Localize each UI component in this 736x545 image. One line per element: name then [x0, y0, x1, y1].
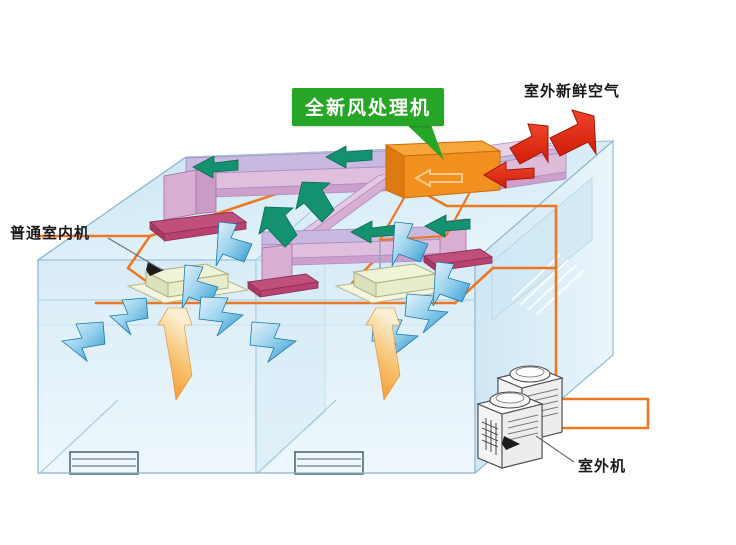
wall-accent-right — [257, 399, 337, 474]
outdoor-unit-front — [476, 391, 544, 469]
right-wall-glass-panel — [491, 177, 593, 321]
label-fresh-air-handling-unit: 全新风处理机 — [292, 88, 445, 126]
fresh-air-arrow-2 — [509, 123, 549, 165]
supply-air-arrows — [192, 145, 471, 248]
indoor-unit-left-pointer-icon — [146, 262, 164, 276]
supply-arrow-6 — [424, 214, 471, 238]
outdoor-unit-front-side-grille — [507, 414, 539, 441]
indoor-unit-right — [334, 263, 458, 304]
leader-outdoor-unit — [535, 435, 575, 463]
cool-arrow-3 — [109, 297, 149, 336]
supply-arrow-2 — [192, 155, 239, 179]
outdoor-unit-front-grille — [481, 418, 499, 455]
ahu-face-arrow-icon — [413, 168, 463, 188]
cool-arrow-4 — [61, 321, 106, 363]
cool-arrow-7 — [404, 293, 449, 334]
diffuser-left-lower — [246, 243, 320, 298]
callout-leaders — [107, 237, 575, 463]
pipe-right-lower — [554, 397, 650, 430]
ahu-callout-pointer — [404, 122, 444, 160]
supply-arrow-4 — [258, 206, 298, 248]
supply-arrow-3 — [295, 181, 335, 223]
pipe-to-left-indoor — [126, 234, 152, 286]
room-diagonal-right — [474, 140, 614, 261]
cool-arrow-1 — [215, 221, 253, 267]
warm-arrow-left — [157, 307, 193, 401]
front-wall-vent-right — [294, 451, 364, 475]
fresh-air-arrow-3 — [483, 161, 535, 189]
leader-indoor-unit — [107, 237, 163, 271]
label-ordinary-indoor-unit: 普通室内机 — [10, 225, 91, 242]
pipe-diagonal-right — [453, 266, 558, 305]
fresh-air-arrow-1 — [549, 109, 597, 157]
front-wall-vent-left — [69, 451, 139, 475]
cool-arrow-6 — [249, 321, 298, 364]
outdoor-unit-pointer-icon — [502, 436, 520, 450]
supply-arrow-1 — [325, 145, 373, 169]
label-outdoor-unit: 室外机 — [578, 458, 627, 475]
warm-arrow-right — [365, 307, 401, 401]
room-diagonal-left — [37, 156, 187, 261]
cool-arrow-9 — [432, 261, 471, 307]
wall-accent-left — [39, 399, 119, 474]
label-outdoor-fresh-air: 室外新鲜空气 — [524, 83, 621, 100]
fresh-air-arrows — [483, 109, 597, 189]
air-handling-unit — [379, 140, 502, 242]
duct-left-riser — [163, 167, 217, 221]
warm-return-arrows — [157, 307, 401, 401]
cool-arrow-10 — [391, 221, 429, 267]
cool-arrow-5 — [198, 296, 244, 337]
